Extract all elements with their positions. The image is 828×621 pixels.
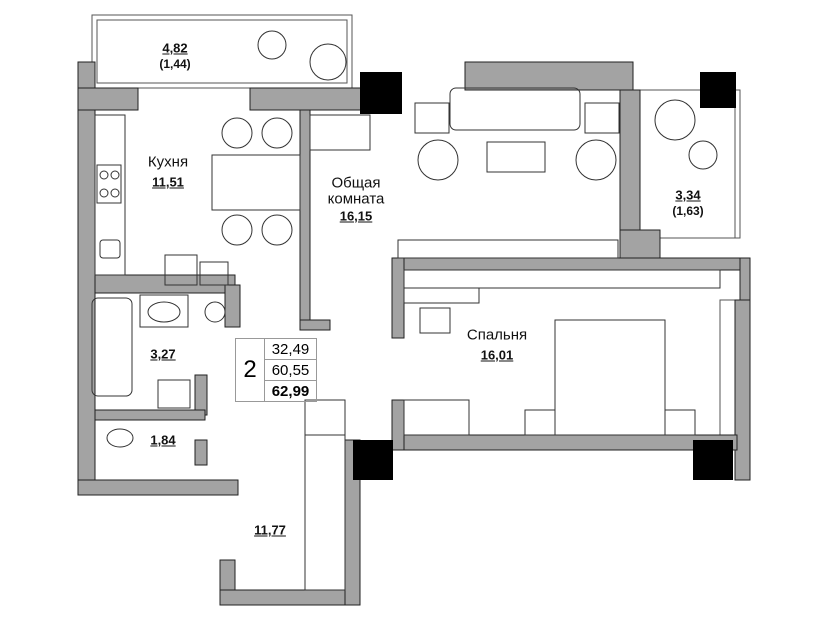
toilet-icon: [106, 428, 134, 448]
total-area: 60,55: [265, 360, 316, 381]
plant-icon: [414, 102, 450, 134]
living-room-area: 16,15: [339, 208, 373, 224]
plant-icon: [584, 102, 620, 134]
balcony-right-area: 3,34: [675, 187, 701, 203]
boiler-icon: [199, 261, 229, 286]
armchair-icon: [417, 139, 459, 181]
balcony-chair: [654, 99, 696, 141]
walls: [77, 61, 751, 606]
coffee-table: [486, 141, 546, 173]
rooms-count: 2: [236, 339, 265, 401]
wardrobe-bedroom: [403, 269, 721, 289]
balcony-top-reduced: (1,44): [159, 57, 191, 71]
kitchen-label: Кухня: [147, 153, 189, 171]
bathroom-area: 3,27: [150, 346, 176, 362]
washing-machine-icon: [157, 379, 191, 409]
toilet-area: 1,84: [150, 432, 176, 448]
total-area-with-balconies: 62,99: [271, 382, 310, 400]
hallway-area: 11,77: [254, 522, 286, 538]
living-room-label-2: комната: [327, 190, 385, 208]
fridge-icon: [164, 254, 198, 286]
sofa-icon: [449, 87, 581, 131]
hall-wardrobe: [304, 434, 346, 591]
tv-stand: [397, 239, 619, 259]
summary-box: 2 32,49 60,55 62,99: [235, 338, 317, 402]
balcony-right-reduced: (1,63): [672, 204, 704, 218]
living-room-label-1: Общая: [331, 174, 381, 192]
bathtub-icon: [91, 297, 133, 397]
dining-table: [211, 154, 301, 211]
tools-cabinet: [304, 399, 346, 436]
armchair-icon: [575, 139, 617, 181]
stove-icon: [96, 164, 122, 204]
kitchen-area: 11,51: [152, 174, 184, 190]
desk: [403, 287, 480, 304]
columns: [353, 72, 736, 480]
shower-icon: [204, 301, 226, 323]
balcony-top-area: 4,82: [162, 40, 188, 56]
balconies: [91, 14, 741, 441]
kitchen-counter: [94, 114, 126, 276]
desk-chair: [419, 307, 451, 334]
bedroom-area: 16,01: [480, 347, 514, 363]
wardrobe: [403, 399, 470, 436]
furniture: [91, 30, 721, 591]
washbasin-icon: [139, 294, 189, 328]
bedroom-label: Спальня: [466, 326, 528, 344]
balcony-chair: [309, 43, 347, 81]
living-area: 32,49: [265, 339, 316, 360]
balcony-top: [91, 14, 353, 89]
bed-icon: [554, 319, 666, 436]
sink-icon: [99, 239, 121, 259]
